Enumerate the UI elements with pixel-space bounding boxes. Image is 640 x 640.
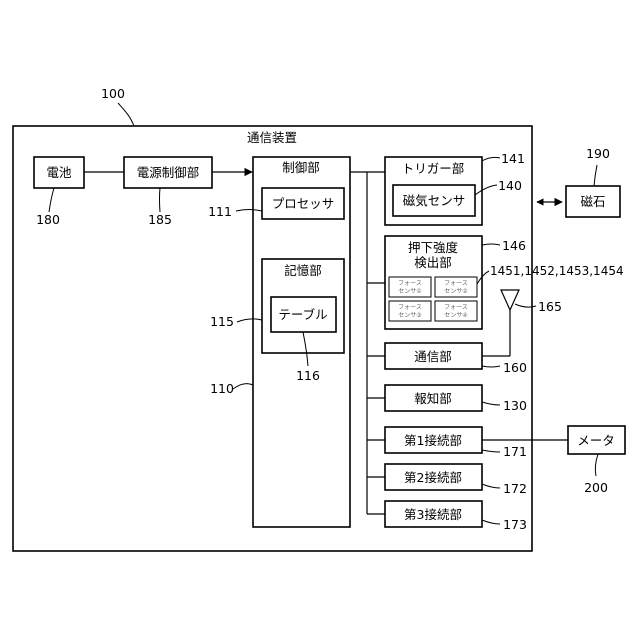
control-unit-label: 制御部 (282, 160, 320, 175)
notify-label: 報知部 (414, 391, 452, 406)
power-control-ref-leader (160, 188, 161, 212)
force-sensor-1: フォース センサ① (389, 277, 431, 297)
control-unit-ref: 110 (210, 381, 234, 396)
device-ref-leader (118, 103, 134, 126)
magnet-label: 磁石 (580, 194, 605, 209)
trigger-ref: 141 (501, 151, 525, 166)
magnetic-sensor-ref: 140 (498, 178, 522, 193)
device-ref: 100 (101, 86, 125, 101)
force-sensor-4-line2: センサ④ (444, 312, 467, 319)
processor-label: プロセッサ (272, 196, 335, 211)
press-detector-label-line1: 押下強度 (408, 240, 459, 255)
press-detector-ref: 146 (502, 238, 526, 253)
battery-ref: 180 (36, 212, 60, 227)
notify-ref: 130 (503, 398, 527, 413)
force-sensor-4-line1: フォース (444, 304, 468, 311)
magnet-block: 磁石 190 (566, 146, 620, 217)
table-ref: 116 (296, 368, 320, 383)
force-sensor-2-line2: センサ② (444, 288, 468, 295)
force-sensor-1-line2: センサ① (398, 288, 421, 295)
antenna-ref: 165 (538, 299, 562, 314)
magnet-ref-leader (594, 165, 597, 186)
force-sensors-ref: 1451,1452,1453,1454 (490, 264, 624, 278)
meter-ref-leader (595, 454, 598, 476)
magnet-ref: 190 (586, 146, 610, 161)
magnetic-sensor-label: 磁気センサ (403, 193, 466, 208)
power-control-ref: 185 (148, 212, 172, 227)
memory-label: 記憶部 (284, 263, 322, 278)
force-sensor-3-line1: フォース (398, 304, 422, 311)
power-control-label: 電源制御部 (137, 165, 200, 180)
device-title: 通信装置 (247, 130, 297, 145)
trigger-label: トリガー部 (402, 161, 465, 176)
conn3-ref: 173 (503, 517, 527, 532)
battery-label: 電池 (46, 165, 72, 180)
press-detector-label-line2: 検出部 (414, 255, 452, 270)
force-sensor-4: フォース センサ④ (435, 301, 477, 321)
conn2-ref: 172 (503, 481, 527, 496)
force-sensor-2-line1: フォース (444, 280, 468, 287)
conn3-label: 第3接続部 (404, 507, 462, 522)
meter-label: メータ (577, 433, 615, 448)
conn1-ref: 171 (503, 444, 527, 459)
meter-ref: 200 (584, 480, 608, 495)
force-sensor-3-line2: センサ③ (398, 312, 421, 319)
force-sensor-2: フォース センサ② (435, 277, 477, 297)
table-label: テーブル (278, 307, 327, 322)
comm-ref: 160 (503, 360, 527, 375)
memory-ref: 115 (210, 314, 234, 329)
force-sensor-1-line1: フォース (398, 280, 422, 287)
comm-label: 通信部 (414, 349, 452, 364)
conn1-label: 第1接続部 (404, 433, 462, 448)
conn2-label: 第2接続部 (404, 470, 462, 485)
meter-block: メータ 200 (568, 426, 625, 495)
processor-ref: 111 (208, 204, 232, 219)
force-sensor-3: フォース センサ③ (389, 301, 431, 321)
